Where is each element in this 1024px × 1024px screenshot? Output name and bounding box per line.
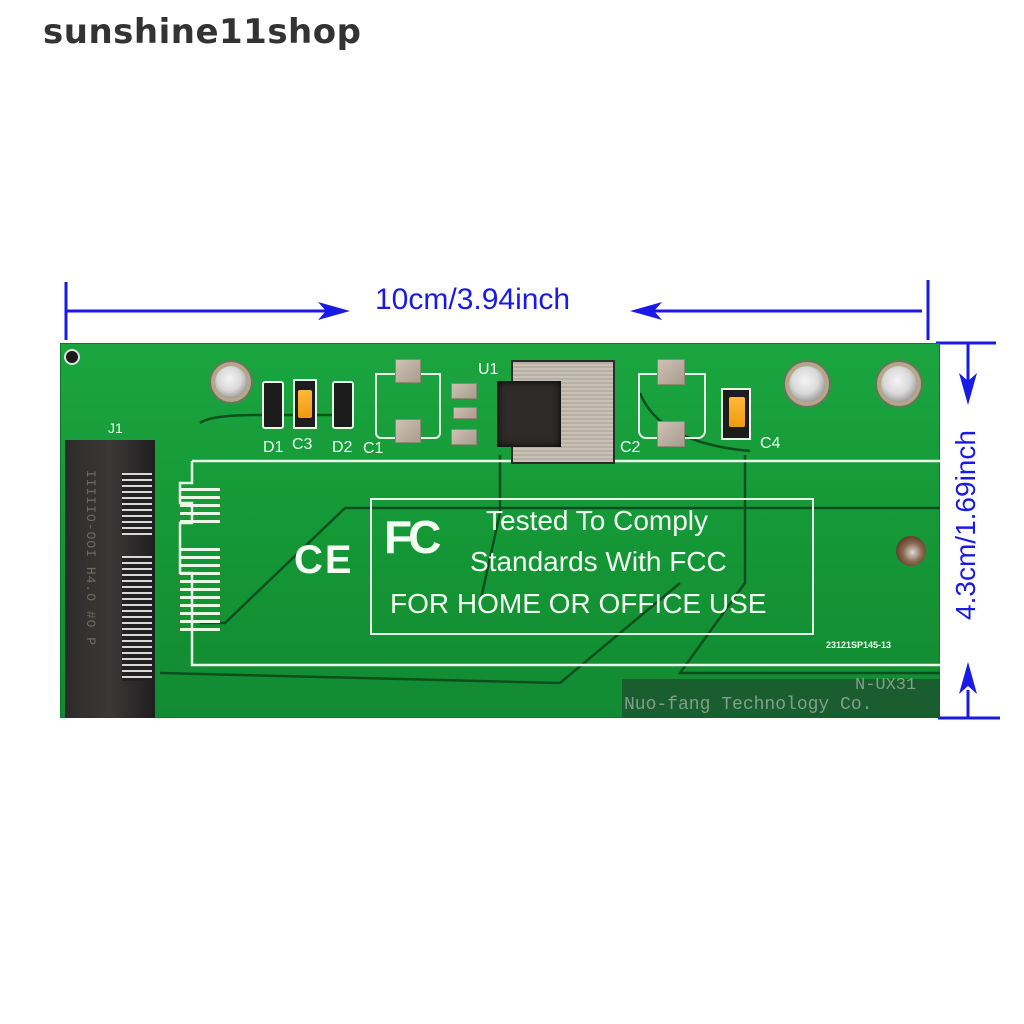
connector-marking: IIIIIO-OOI H4.O #O P	[83, 470, 98, 647]
fcc-compliance-box	[370, 498, 814, 635]
u1-pin-pad-2	[453, 407, 477, 419]
u1-pin-pad-1	[451, 383, 477, 399]
mounting-hole-right-2	[881, 366, 917, 402]
fcc-line-home-office: FOR HOME OR OFFICE USE	[390, 588, 767, 619]
label-j1: J1	[108, 420, 123, 436]
height-dimension-label: 4.3cm/1.69inch	[950, 430, 981, 620]
retention-screw	[896, 536, 926, 566]
mounting-hole-right-1	[789, 366, 825, 402]
c1-pad-top	[395, 359, 421, 383]
diode-d2	[332, 381, 354, 429]
label-d1: D1	[263, 439, 284, 456]
c2-pad-bottom	[657, 421, 685, 447]
fcc-line-tested: Tested To Comply	[486, 505, 709, 536]
mounting-hole-left	[215, 366, 247, 398]
capacitor-c4	[729, 397, 745, 427]
label-c2: C2	[620, 439, 641, 456]
c2-pad-top	[657, 359, 685, 385]
c1-pad-bottom	[395, 419, 421, 443]
edge-finger-lower	[180, 548, 220, 636]
label-d2: D2	[332, 439, 353, 456]
pcb-adapter-board: J1 IIIIIO-OOI H4.O #O P D1 C3 D2 C1 U1 C…	[60, 343, 940, 718]
edge-finger-upper	[180, 488, 220, 526]
serial-code: 23121SP145-13	[826, 640, 892, 650]
diode-d1	[262, 381, 284, 429]
u1-pin-pad-3	[451, 429, 477, 445]
brand-strip	[622, 679, 940, 718]
connector-pins-lower	[122, 556, 152, 681]
label-c1: C1	[363, 440, 384, 457]
model-number: N-UX31	[855, 676, 917, 695]
fcc-logo: FC	[384, 511, 441, 563]
label-c3: C3	[292, 436, 313, 453]
corner-via	[66, 351, 78, 363]
shop-name-watermark: sunshine11shop	[43, 12, 362, 52]
label-u1: U1	[478, 361, 499, 378]
connector-pins-upper	[122, 473, 152, 535]
fcc-line-standards: Standards With FCC	[470, 546, 727, 577]
ce-mark: CE	[294, 538, 354, 582]
capacitor-c3	[298, 390, 312, 418]
manufacturer-name: Nuo-fang Technology Co.	[624, 695, 873, 715]
label-c4: C4	[760, 435, 781, 452]
width-dimension-label: 10cm/3.94inch	[375, 283, 571, 316]
voltage-regulator-u1	[497, 381, 561, 447]
